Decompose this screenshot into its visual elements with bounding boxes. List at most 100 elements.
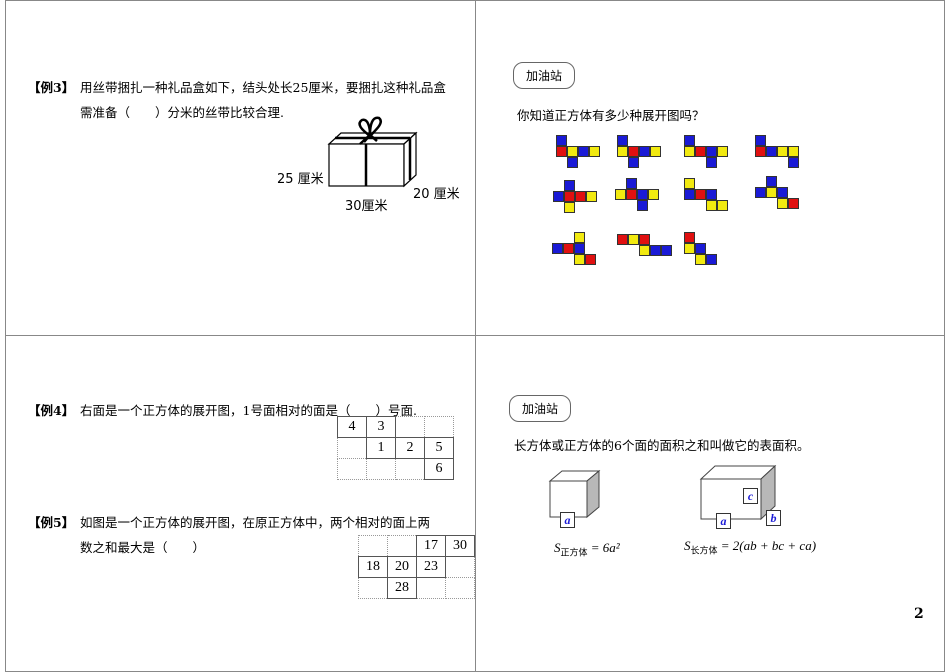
net-face	[766, 187, 777, 198]
example-4-tag: 【例4】	[28, 403, 75, 418]
grid-cell	[337, 437, 367, 459]
net-face	[589, 146, 600, 157]
net-face	[567, 157, 578, 168]
example-3-line1: 用丝带捆扎一种礼品盒如下，结头处长25厘米，要捆扎这种礼品盒	[80, 80, 446, 95]
net-face	[564, 180, 575, 191]
net-face	[574, 243, 585, 254]
net-face	[552, 243, 563, 254]
net-face	[777, 198, 788, 209]
grid-cell	[416, 577, 446, 599]
example-3-line2: 需准备（ ）分米的丝带比较合理.	[80, 105, 284, 120]
net-face	[556, 135, 567, 146]
grid-cell: 2	[395, 437, 425, 459]
net-face	[617, 135, 628, 146]
net-face	[684, 232, 695, 243]
net-face	[788, 146, 799, 157]
net-face	[553, 191, 564, 202]
grid-cell: 3	[366, 416, 396, 438]
net-face	[717, 200, 728, 211]
surface-area-definition: 长方体或正方体的6个面的面积之和叫做它的表面积。	[514, 438, 810, 453]
refuel-station-panel-2: 加油站 长方体或正方体的6个面的面积之和叫做它的表面积。 a c a b S正方…	[475, 335, 945, 672]
net-face	[755, 135, 766, 146]
net-face	[684, 146, 695, 157]
net-face	[777, 187, 788, 198]
net-face	[755, 146, 766, 157]
example-5-line2: 数之和最大是（ ）	[80, 540, 206, 555]
net-face	[563, 243, 574, 254]
cuboid-length-label: a	[716, 513, 731, 529]
net-face	[684, 189, 695, 200]
example-5-tag: 【例5】	[28, 515, 75, 530]
example-4-net-grid: 4 3 1 2 5 6	[337, 416, 454, 480]
dimension-bottom-label: 30厘米	[345, 199, 388, 214]
grid-cell: 18	[358, 556, 388, 578]
net-face	[706, 157, 717, 168]
net-face	[684, 178, 695, 189]
cube-nets-illustration	[476, 1, 946, 337]
example-4-5-panel: 【例4】 右面是一个正方体的展开图，1号面相对的面是（ ）号面. 4 3 1 2…	[5, 335, 476, 672]
cube-side-label: a	[560, 512, 575, 528]
net-face	[637, 200, 648, 211]
grid-cell: 17	[416, 535, 446, 557]
net-face	[637, 189, 648, 200]
net-face	[684, 243, 695, 254]
grid-cell: 6	[424, 458, 454, 480]
net-face	[556, 146, 567, 157]
grid-cell	[387, 535, 417, 557]
net-face	[766, 176, 777, 187]
page-number: 2	[914, 606, 924, 622]
grid-cell: 30	[445, 535, 475, 557]
net-face	[788, 198, 799, 209]
grid-cell: 1	[366, 437, 396, 459]
net-face	[586, 191, 597, 202]
dimension-right-label: 20 厘米	[413, 187, 460, 202]
cuboid-height-label: c	[743, 488, 758, 504]
net-face	[628, 146, 639, 157]
grid-cell	[337, 458, 367, 480]
net-face	[706, 200, 717, 211]
net-face	[706, 146, 717, 157]
gift-box-illustration	[327, 116, 418, 188]
grid-cell: 28	[387, 577, 417, 599]
net-face	[574, 254, 585, 265]
net-face	[695, 243, 706, 254]
net-face	[648, 189, 659, 200]
net-face	[628, 234, 639, 245]
cuboid-width-label: b	[766, 510, 781, 526]
grid-cell: 5	[424, 437, 454, 459]
net-face	[706, 254, 717, 265]
grid-cell	[395, 458, 425, 480]
net-face	[617, 146, 628, 157]
refuel-station-badge: 加油站	[509, 395, 572, 422]
net-face	[650, 146, 661, 157]
example-5-net-grid: 17 30 18 20 23 28	[358, 535, 475, 599]
refuel-station-panel-1: 加油站 你知道正方体有多少种展开图吗？	[475, 0, 945, 336]
cube-illustration	[548, 469, 601, 519]
net-face	[615, 189, 626, 200]
net-face	[788, 157, 799, 168]
net-face	[628, 157, 639, 168]
grid-cell: 20	[387, 556, 417, 578]
net-face	[706, 189, 717, 200]
cuboid-surface-formula: S长方体 = 2(ab + bc + ca)	[684, 538, 817, 556]
example-3-tag: 【例3】	[28, 80, 75, 95]
grid-cell	[395, 416, 425, 438]
net-face	[585, 254, 596, 265]
net-face	[575, 191, 586, 202]
grid-cell	[358, 535, 388, 557]
example-3-panel: 【例3】 用丝带捆扎一种礼品盒如下，结头处长25厘米，要捆扎这种礼品盒 需准备（…	[5, 0, 476, 336]
net-face	[626, 189, 637, 200]
net-face	[695, 254, 706, 265]
net-face	[695, 146, 706, 157]
example-5-line1: 如图是一个正方体的展开图，在原正方体中，两个相对的面上两	[80, 515, 431, 530]
net-face	[695, 189, 706, 200]
net-face	[755, 187, 766, 198]
grid-cell	[358, 577, 388, 599]
grid-cell	[424, 416, 454, 438]
example-4-text: 右面是一个正方体的展开图，1号面相对的面是（ ）号面.	[80, 403, 417, 418]
grid-cell	[445, 556, 475, 578]
net-face	[639, 245, 650, 256]
cube-nets-question: 你知道正方体有多少种展开图吗？	[517, 108, 705, 123]
net-face	[578, 146, 589, 157]
net-face	[766, 146, 777, 157]
